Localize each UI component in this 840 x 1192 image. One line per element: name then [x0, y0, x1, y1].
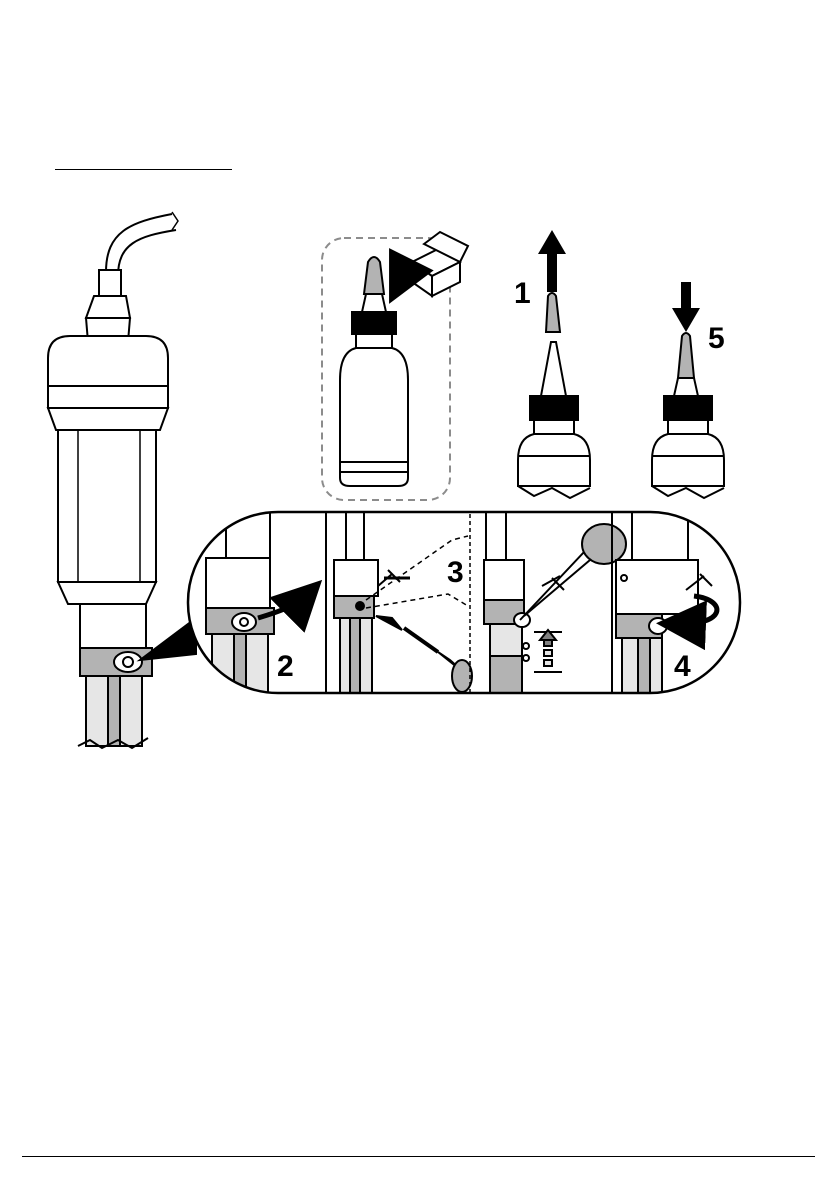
step-number-1: 1 — [514, 277, 531, 310]
step-5-bottle — [652, 333, 724, 498]
footer-rule — [22, 1156, 815, 1157]
step-number-2: 2 — [277, 650, 294, 683]
step-number-3: 3 — [447, 556, 464, 589]
step-number-4: 4 — [674, 650, 691, 683]
detail-magnifier — [188, 500, 740, 704]
step-number-5: 5 — [708, 322, 725, 355]
probe-sensor — [48, 212, 196, 748]
cap-box — [412, 232, 468, 296]
step-1-bottle — [518, 293, 590, 498]
reference-bottle — [322, 232, 468, 500]
probe-cable — [106, 214, 172, 272]
